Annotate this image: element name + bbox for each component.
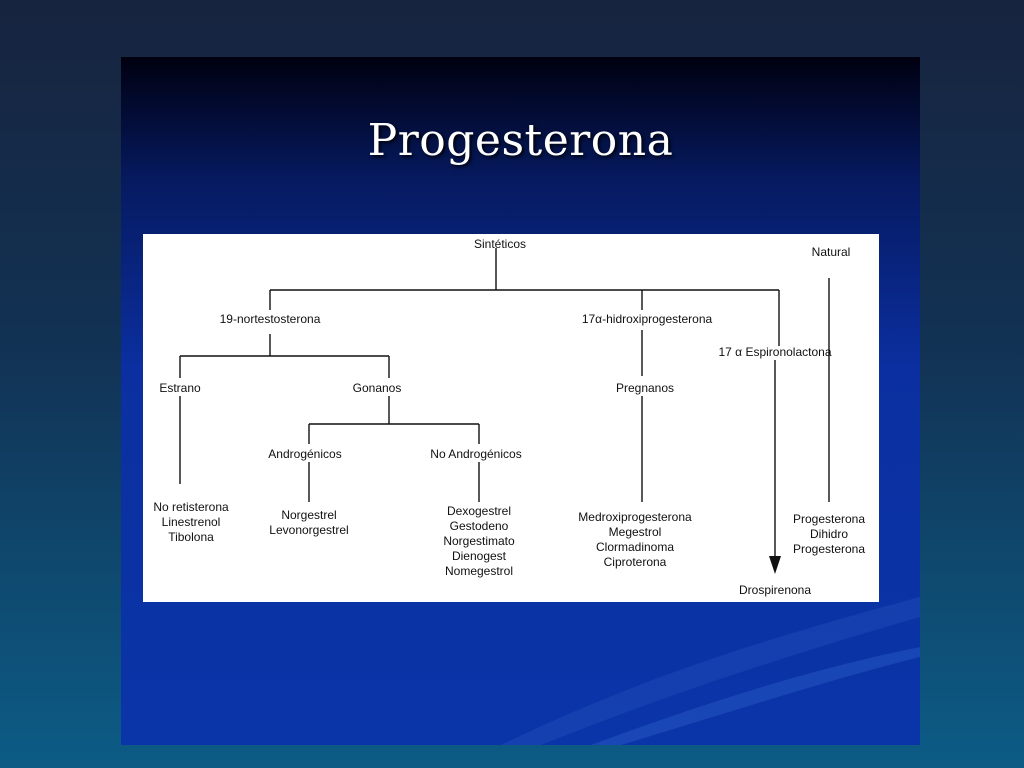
list-item: Dihidro — [809, 527, 849, 541]
list-item: Levonorgestrel — [269, 523, 349, 537]
list-item: Progesterona — [792, 512, 866, 526]
list-no-androgenicos-compounds: Dexogestrel Gestodeno Norgestimato Dieno… — [443, 504, 514, 579]
list-item: No retisterona — [153, 500, 229, 514]
list-item: Ciproterona — [603, 555, 667, 569]
classification-diagram: Sintéticos Natural 19-nortestosterona 17… — [143, 234, 879, 602]
node-19-nortestosterona: 19-nortestosterona — [219, 312, 321, 326]
node-pregnanos: Pregnanos — [615, 381, 675, 395]
list-item: Tibolona — [168, 530, 214, 544]
list-item: Linestrenol — [161, 515, 221, 529]
list-item: Dexogestrel — [446, 504, 512, 518]
slide-title: Progesterona — [367, 115, 674, 166]
node-estrano: Estrano — [159, 381, 201, 395]
decorative-swoosh — [501, 597, 920, 745]
list-item: Norgestrel — [281, 508, 337, 522]
node-17a-hidroxiprogesterona: 17α-hidroxiprogesterona — [581, 312, 713, 326]
list-item: Dienogest — [451, 549, 507, 563]
node-17a-espironolactona: 17 α Espironolactona — [718, 345, 832, 359]
list-item: Gestodeno — [449, 519, 509, 533]
node-gonanos: Gonanos — [352, 381, 402, 395]
list-item: Megestrol — [608, 525, 662, 539]
list-item: Nomegestrol — [444, 564, 514, 578]
slide: Progesterona — [121, 57, 920, 745]
list-natural-compounds: Progesterona Dihidro Progesterona — [793, 512, 865, 557]
list-item: Progesterona — [792, 542, 866, 556]
node-natural: Natural — [811, 245, 851, 259]
node-androgenicos: Androgénicos — [268, 447, 342, 461]
tree-connectors — [179, 248, 830, 574]
list-item: Norgestimato — [443, 534, 515, 548]
list-estrano-compounds: No retisterona Linestrenol Tibolona — [153, 500, 228, 545]
list-pregnanos-compounds: Medroxiprogesterona Megestrol Clormadino… — [578, 510, 691, 570]
list-item: Clormadinoma — [595, 540, 675, 554]
list-androgenicos-compounds: Norgestrel Levonorgestrel — [269, 508, 348, 538]
list-item: Medroxiprogesterona — [578, 510, 692, 524]
node-drospirenona: Drospirenona — [738, 583, 812, 597]
node-sinteticos: Sintéticos — [473, 237, 527, 251]
node-no-androgenicos: No Androgénicos — [430, 447, 522, 461]
